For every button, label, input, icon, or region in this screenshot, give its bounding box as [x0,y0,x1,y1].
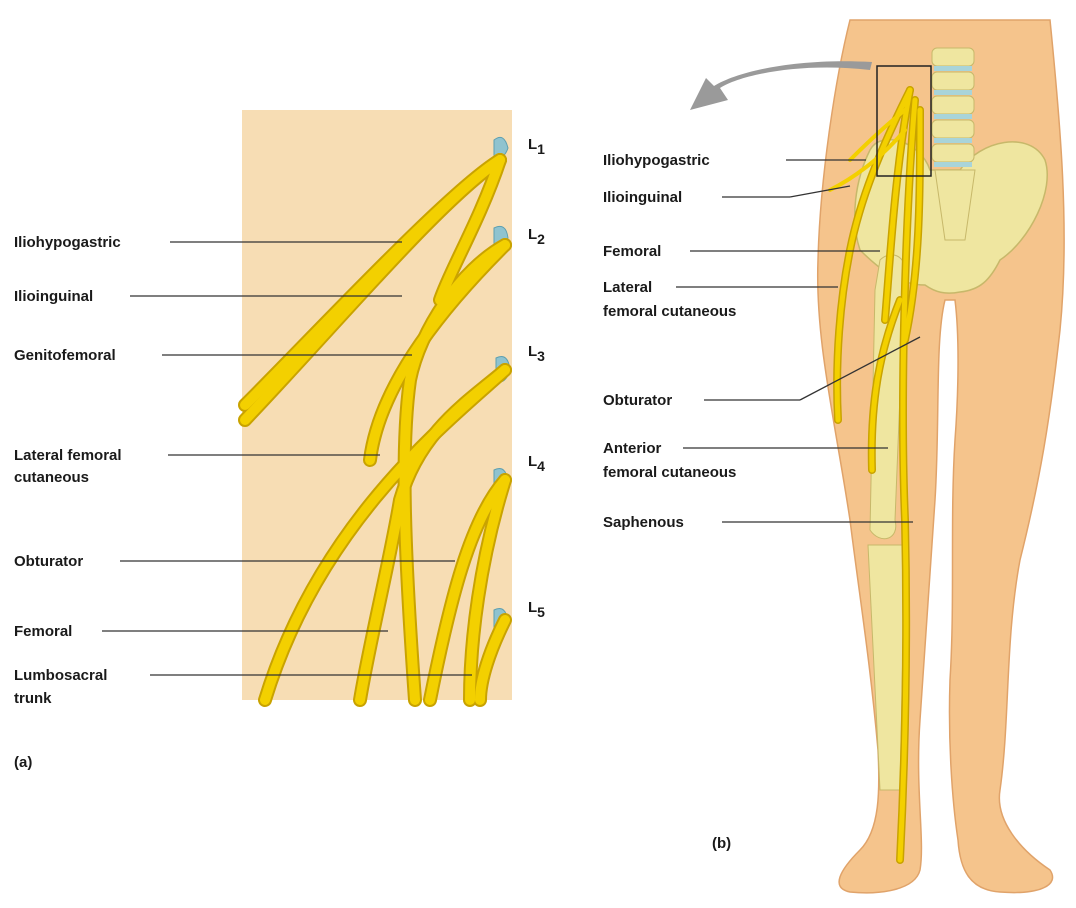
label-b-iliohypogastric: Iliohypogastric [603,150,710,171]
label-b-saphenous: Saphenous [603,512,684,533]
label-b-anterior-femoral-cutaneous: femoral cutaneous [603,462,736,483]
label-b-anterior: Anterior [603,438,661,459]
panel-a-artwork [102,110,512,700]
label-a-cutaneous: cutaneous [14,467,89,488]
label-a-trunk: trunk [14,688,52,709]
level-label-l2: L2 [528,226,545,247]
level-label-l5: L5 [528,599,545,620]
label-a-ilioinguinal: Ilioinguinal [14,286,93,307]
label-a-obturator: Obturator [14,551,83,572]
label-b-ilioinguinal: Ilioinguinal [603,187,682,208]
panel-b-artwork [676,20,1064,893]
label-a-lateral-femoral: Lateral femoral [14,445,122,466]
label-b-obturator: Obturator [603,390,672,411]
level-label-l1: L1 [528,136,545,157]
label-b-lateral: Lateral [603,277,652,298]
label-a-genitofemoral: Genitofemoral [14,345,116,366]
level-label-l3: L3 [528,343,545,364]
label-b-femoral-cutaneous: femoral cutaneous [603,301,736,322]
panel-b-tag: (b) [712,833,731,854]
label-a-iliohypogastric: Iliohypogastric [14,232,121,253]
label-a-lumbosacral: Lumbosacral [14,665,107,686]
label-a-femoral: Femoral [14,621,72,642]
panel-a-tag: (a) [14,752,32,773]
level-label-l4: L4 [528,453,545,474]
label-b-femoral: Femoral [603,241,661,262]
tibia [868,545,905,790]
